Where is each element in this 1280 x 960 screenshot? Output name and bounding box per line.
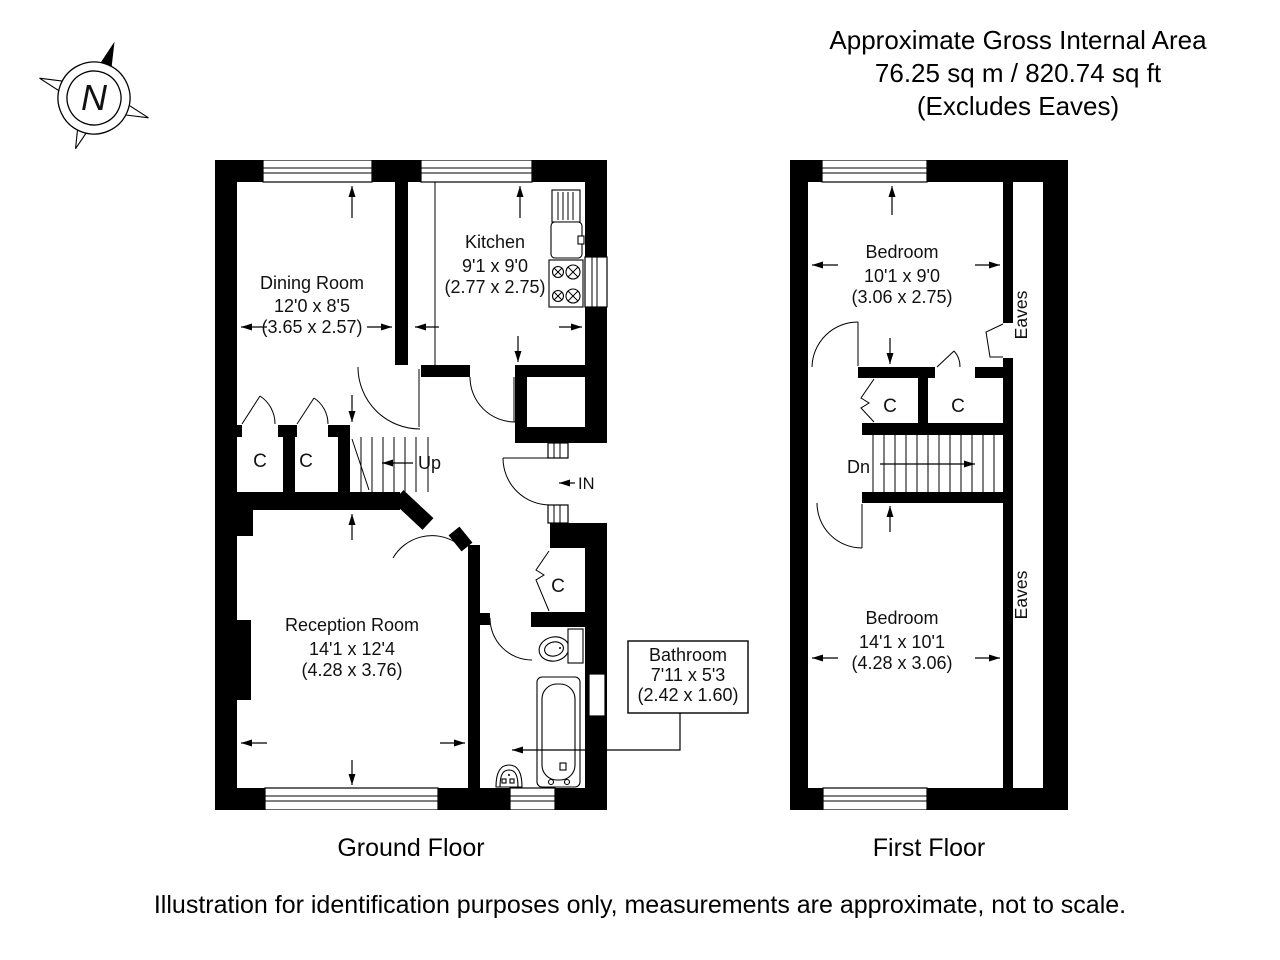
stairs-up-label: Up [418, 453, 441, 473]
first-floor-plan: Bedroom 10'1 x 9'0 (3.06 x 2.75) Bedroom… [790, 160, 1068, 810]
header-line-2: 76.25 sq m / 820.74 sq ft [874, 58, 1162, 88]
basin-icon [495, 764, 523, 788]
bedroom2-label: Bedroom [865, 608, 938, 628]
bathroom-metric: (2.42 x 1.60) [637, 685, 738, 705]
compass-star [39, 41, 149, 150]
bedroom1-label: Bedroom [865, 242, 938, 262]
kitchen-drainer-icon [551, 189, 581, 223]
bathtub-icon [536, 676, 581, 788]
closet-label: C [883, 396, 897, 417]
ground-floor-windows [262, 160, 608, 810]
footer-disclaimer: Illustration for identification purposes… [153, 891, 1127, 919]
measurement-arrows [241, 186, 681, 785]
dining-room-imperial: 12'0 x 8'5 [274, 296, 350, 316]
reception-room-metric: (4.28 x 3.76) [301, 660, 402, 680]
ground-floor-title: Ground Floor [337, 834, 485, 862]
door-arcs [811, 321, 1004, 549]
north-compass-icon: N [39, 41, 149, 150]
hob-icon [548, 259, 584, 308]
diagonal-wall-stub [448, 526, 473, 552]
closet-label: C [253, 451, 267, 472]
gross-internal-area-header: Approximate Gross Internal Area 76.25 sq… [798, 24, 1238, 123]
stairs-down-label: Dn [847, 457, 870, 477]
kitchen-sink-icon [550, 221, 585, 259]
bathroom-callout-box [627, 640, 749, 714]
entrance-in-label: IN [578, 475, 595, 493]
compass-north-label: N [81, 77, 108, 118]
bedroom2-imperial: 14'1 x 10'1 [859, 632, 945, 652]
header-line-1: Approximate Gross Internal Area [829, 25, 1207, 55]
bathroom-imperial: 7'11 x 5'3 [651, 665, 726, 685]
ground-floor-plan: Dining Room 12'0 x 8'5 (3.65 x 2.57) Kit… [215, 160, 749, 810]
wall-recess [588, 673, 606, 717]
measurement-arrows [812, 186, 1000, 662]
bathroom-label: Bathroom [649, 645, 727, 665]
eaves-label-bottom: Eaves [1011, 570, 1031, 619]
first-floor-windows [821, 160, 928, 810]
bedroom1-imperial: 10'1 x 9'0 [864, 266, 940, 286]
bedroom1-metric: (3.06 x 2.75) [851, 287, 952, 307]
first-floor-walls [790, 160, 1068, 810]
bedroom2-metric: (4.28 x 3.06) [851, 653, 952, 673]
dining-room-metric: (3.65 x 2.57) [261, 317, 362, 337]
closet-label: C [299, 451, 313, 472]
first-floor-title: First Floor [872, 834, 986, 862]
kitchen-imperial: 9'1 x 9'0 [462, 256, 528, 276]
toilet-icon [538, 628, 584, 664]
dining-room-label: Dining Room [260, 273, 364, 293]
ground-floor-walls [215, 160, 607, 810]
eaves-label-top: Eaves [1011, 290, 1031, 339]
diagonal-wall [392, 490, 434, 530]
door-arcs [241, 366, 551, 661]
stairs-up-icon [351, 437, 429, 492]
header-line-3: (Excludes Eaves) [916, 91, 1120, 121]
closet-label: C [951, 396, 965, 417]
kitchen-metric: (2.77 x 2.75) [444, 277, 545, 297]
kitchen-label: Kitchen [465, 232, 525, 252]
reception-room-imperial: 14'1 x 12'4 [309, 639, 395, 659]
closet-label: C [551, 576, 565, 597]
reception-room-label: Reception Room [285, 615, 419, 635]
